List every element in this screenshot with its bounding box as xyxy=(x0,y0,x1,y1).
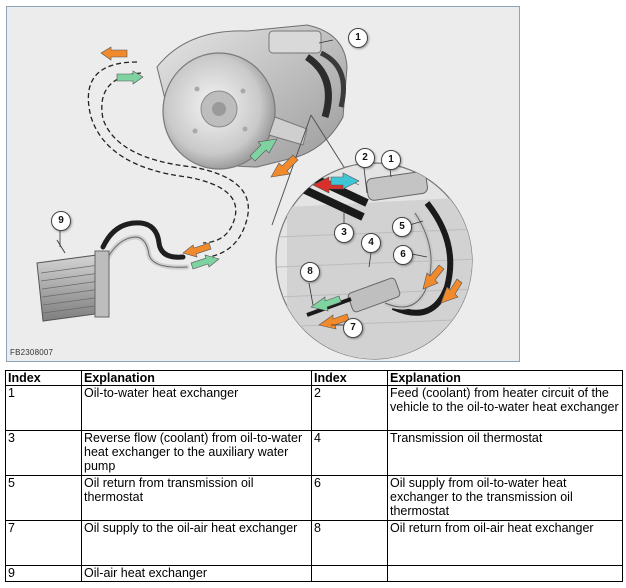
explanation-cell: Feed (coolant) from heater circuit of th… xyxy=(387,385,623,431)
callout-5: 5 xyxy=(392,217,412,237)
callout-8: 8 xyxy=(300,262,320,282)
explanation-cell: Oil-to-water heat exchanger xyxy=(81,385,312,431)
header-index: Index xyxy=(311,370,388,386)
table-row: 5 Oil return from transmission oil therm… xyxy=(5,475,623,521)
header-explanation: Explanation xyxy=(387,370,623,386)
explanation-cell: Oil-air heat exchanger xyxy=(81,565,312,582)
index-cell: 6 xyxy=(311,475,388,521)
flow-arrows xyxy=(100,46,463,330)
callout-3: 3 xyxy=(334,223,354,243)
figure-id-label: FB2308007 xyxy=(10,348,54,357)
callout-1-detail: 1 xyxy=(381,150,401,170)
callout-2: 2 xyxy=(355,148,375,168)
dashed-oil-lines xyxy=(87,61,249,258)
explanation-cell: Reverse flow (coolant) from oil-to-water… xyxy=(81,430,312,476)
index-cell: 8 xyxy=(311,520,388,566)
explanation-cell xyxy=(387,565,623,582)
transmission-housing xyxy=(156,24,348,170)
table-row: 7 Oil supply to the oil-air heat exchang… xyxy=(5,520,623,566)
oil-air-hoses xyxy=(100,220,190,270)
oil-air-heat-exchanger xyxy=(36,239,110,322)
index-cell: 9 xyxy=(5,565,82,582)
explanation-cell: Oil supply to the oil-air heat exchanger xyxy=(81,520,312,566)
index-cell xyxy=(311,565,388,582)
explanation-cell: Oil supply from oil-to-water heat exchan… xyxy=(387,475,623,521)
index-cell: 2 xyxy=(311,385,388,431)
explanation-cell: Oil return from transmission oil thermos… xyxy=(81,475,312,521)
callout-7: 7 xyxy=(343,318,363,338)
header-explanation: Explanation xyxy=(81,370,312,386)
callout-1-transmission: 1 xyxy=(348,28,368,48)
technical-illustration: 1 2 1 3 4 5 6 8 7 9 FB2308007 xyxy=(6,6,520,362)
index-cell: 3 xyxy=(5,430,82,476)
index-cell: 4 xyxy=(311,430,388,476)
explanation-cell: Transmission oil thermostat xyxy=(387,430,623,476)
transmission-cooling-diagram xyxy=(36,24,473,360)
header-index: Index xyxy=(5,370,82,386)
index-cell: 1 xyxy=(5,385,82,431)
callout-9: 9 xyxy=(51,211,71,231)
table-header-row: Index Explanation Index Explanation xyxy=(5,370,623,386)
index-cell: 5 xyxy=(5,475,82,521)
index-cell: 7 xyxy=(5,520,82,566)
table-row: 9 Oil-air heat exchanger xyxy=(5,565,623,582)
explanation-cell: Oil return from oil-air heat exchanger xyxy=(387,520,623,566)
index-table: Index Explanation Index Explanation 1 Oi… xyxy=(5,370,623,582)
table-row: 1 Oil-to-water heat exchanger 2 Feed (co… xyxy=(5,385,623,431)
table-row: 3 Reverse flow (coolant) from oil-to-wat… xyxy=(5,430,623,476)
magnifier-leader xyxy=(271,114,350,226)
callout-4: 4 xyxy=(361,233,381,253)
callout-6: 6 xyxy=(393,245,413,265)
